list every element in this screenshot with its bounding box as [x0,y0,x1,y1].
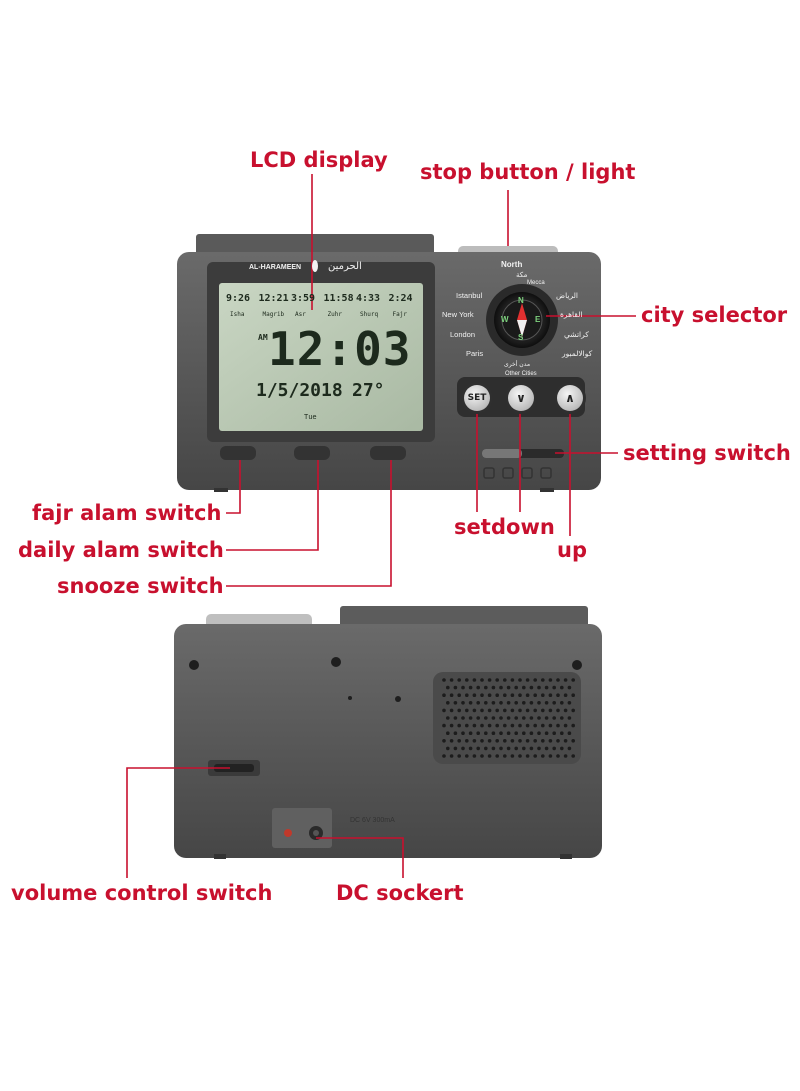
prayer-time-1: 12:21 [258,293,289,304]
city-right-2: كراتشي [564,330,589,339]
prayer-time-2: 3:59 [291,293,316,304]
label-snooze-switch: snooze switch [57,574,224,598]
leader-lines [126,174,636,878]
label-down: down [491,515,555,539]
lcd-weekday: Tue [304,413,317,421]
label-volume-control-switch: volume control switch [11,881,273,905]
brand-name: AL-HARAMEEN [249,264,302,271]
label-up: up [557,538,587,562]
compass-letter-n: N [518,296,524,305]
lcd-temperature: 27° [352,380,385,401]
fajr-switch-shape [220,446,256,460]
mecca-arabic-label: مكة [516,271,528,279]
prayer-name-1: Magrib [262,311,285,318]
set-button[interactable]: SET [464,385,490,411]
brand-name-arabic: الحرمين [328,261,362,272]
prayer-time-5: 2:24 [388,293,413,304]
brand-logo-icon [312,260,318,272]
lcd-screen [219,283,423,431]
label-city-selector: city selector [641,303,788,327]
lcd-date: 1/5/2018 [256,380,343,401]
prayer-name-5: Fajr [392,311,407,318]
label-stop-button-light: stop button / light [420,160,636,184]
prayer-name-4: Shurq [360,311,379,318]
prayer-name-0: Isha [230,311,245,318]
compass-north-label: North [501,260,523,269]
city-right-3: كوالالمبور [562,349,593,358]
prayer-time-0: 9:26 [226,293,251,304]
down-button[interactable]: ∨ [508,385,534,411]
label-setting-switch: setting switch [623,441,791,465]
city-right-1: القاهرة [560,310,583,319]
back-dc-rating: DC 6V 300mA [350,817,395,824]
prayer-time-4: 4:33 [356,293,381,304]
mecca-label: Mecca [527,280,545,286]
label-fajr-alarm-switch: fajr alam switch [32,501,222,525]
am-indicator: AM [258,333,268,342]
compass-letter-s: S [518,333,524,342]
other-cities-label: Other Cities [505,371,537,377]
prayer-name-2: Asr [295,311,306,318]
label-lcd-display: LCD display [250,148,388,172]
other-cities-arabic-label: مدن أخرى [504,361,531,368]
prayer-time-3: 11:58 [323,293,354,304]
lcd-time: 12:03 [268,322,412,376]
dc-socket-block [272,808,332,848]
compass-letter-w: W [501,315,509,324]
city-right-0: الرياض [556,291,578,300]
label-daily-alarm-switch: daily alam switch [18,538,224,562]
city-left-2: London [450,330,476,339]
city-left-1: New York [442,310,474,319]
prayer-name-3: Zuhr [327,311,342,318]
snooze-switch-shape [370,446,406,460]
label-dc-socket: DC sockert [336,881,464,905]
city-left-3: Paris [466,349,484,358]
label-set: set [454,515,491,539]
daily-switch-shape [294,446,330,460]
city-left-0: Istanbul [456,291,483,300]
up-button[interactable]: ∧ [557,385,583,411]
compass-letter-e: E [535,315,541,324]
